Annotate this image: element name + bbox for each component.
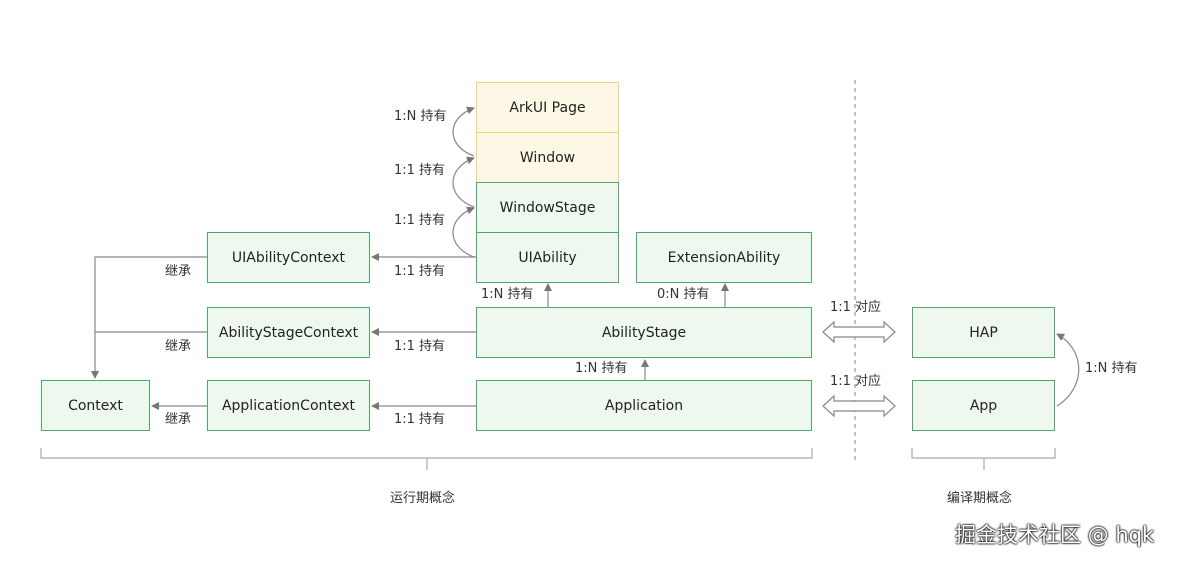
label-app-mapping: 1:1 对应 — [830, 374, 882, 389]
label-abilitystage-application: 1:N 持有 — [575, 361, 628, 376]
arkui-page-text: ArkUI Page — [509, 99, 586, 116]
app-text: App — [969, 397, 998, 414]
runtime-brace — [40, 448, 813, 470]
double-arrow-app — [822, 394, 896, 418]
abilitystagecontext-box: AbilityStageContext — [207, 307, 370, 358]
label-app-hap: 1:N 持有 — [1085, 361, 1138, 376]
hap-box: HAP — [912, 307, 1055, 358]
abilitystage-text: AbilityStage — [601, 324, 687, 341]
compile-brace — [911, 448, 1056, 470]
arkui-page-box: ArkUI Page — [476, 82, 619, 133]
double-arrow-hap — [822, 320, 896, 344]
label-arkui-window: 1:N 持有 — [394, 109, 447, 124]
curve-window-to-arkui — [452, 106, 475, 157]
watermark-text: 掘金技术社区 @ hqk — [955, 523, 1155, 547]
label-uiability-abilitystage: 1:N 持有 — [481, 287, 534, 302]
label-uiability-context: 1:1 持有 — [394, 264, 446, 279]
curve-app-to-hap — [1056, 333, 1080, 407]
curve-windowstage-to-window — [452, 156, 475, 208]
context-text: Context — [68, 397, 123, 414]
hap-text: HAP — [969, 324, 998, 341]
label-windowstage-uiability: 1:1 持有 — [394, 213, 446, 228]
label-hap-mapping: 1:1 对应 — [830, 300, 882, 315]
label-abilitystage-context: 1:1 持有 — [394, 339, 446, 354]
uiabilitycontext-box: UIAbilityContext — [207, 232, 370, 283]
application-text: Application — [604, 397, 684, 414]
label-inherit-uiabilitycontext: 继承 — [165, 264, 192, 279]
window-text: Window — [519, 149, 576, 166]
label-window-windowstage: 1:1 持有 — [394, 163, 446, 178]
windowstage-text: WindowStage — [499, 199, 596, 216]
uiabilitycontext-text: UIAbilityContext — [231, 249, 346, 266]
curve-uiability-to-windowstage — [452, 206, 475, 258]
application-box: Application — [476, 380, 812, 431]
applicationcontext-box: ApplicationContext — [207, 380, 370, 431]
extensionability-text: ExtensionAbility — [667, 249, 781, 266]
app-box: App — [912, 380, 1055, 431]
uiability-box: UIAbility — [476, 232, 619, 283]
context-box: Context — [41, 380, 150, 431]
windowstage-box: WindowStage — [476, 182, 619, 233]
label-extension-abilitystage: 0:N 持有 — [657, 287, 710, 302]
label-application-context: 1:1 持有 — [394, 412, 446, 427]
window-box: Window — [476, 132, 619, 183]
abilitystagecontext-text: AbilityStageContext — [218, 324, 359, 341]
label-inherit-applicationcontext: 继承 — [165, 412, 192, 427]
applicationcontext-text: ApplicationContext — [221, 397, 356, 414]
label-inherit-abilitystagecontext: 继承 — [165, 339, 192, 354]
extensionability-box: ExtensionAbility — [636, 232, 812, 283]
abilitystage-box: AbilityStage — [476, 307, 812, 358]
compile-group-label: 编译期概念 — [947, 491, 1013, 506]
uiability-text: UIAbility — [518, 249, 577, 266]
runtime-group-label: 运行期概念 — [390, 491, 456, 506]
